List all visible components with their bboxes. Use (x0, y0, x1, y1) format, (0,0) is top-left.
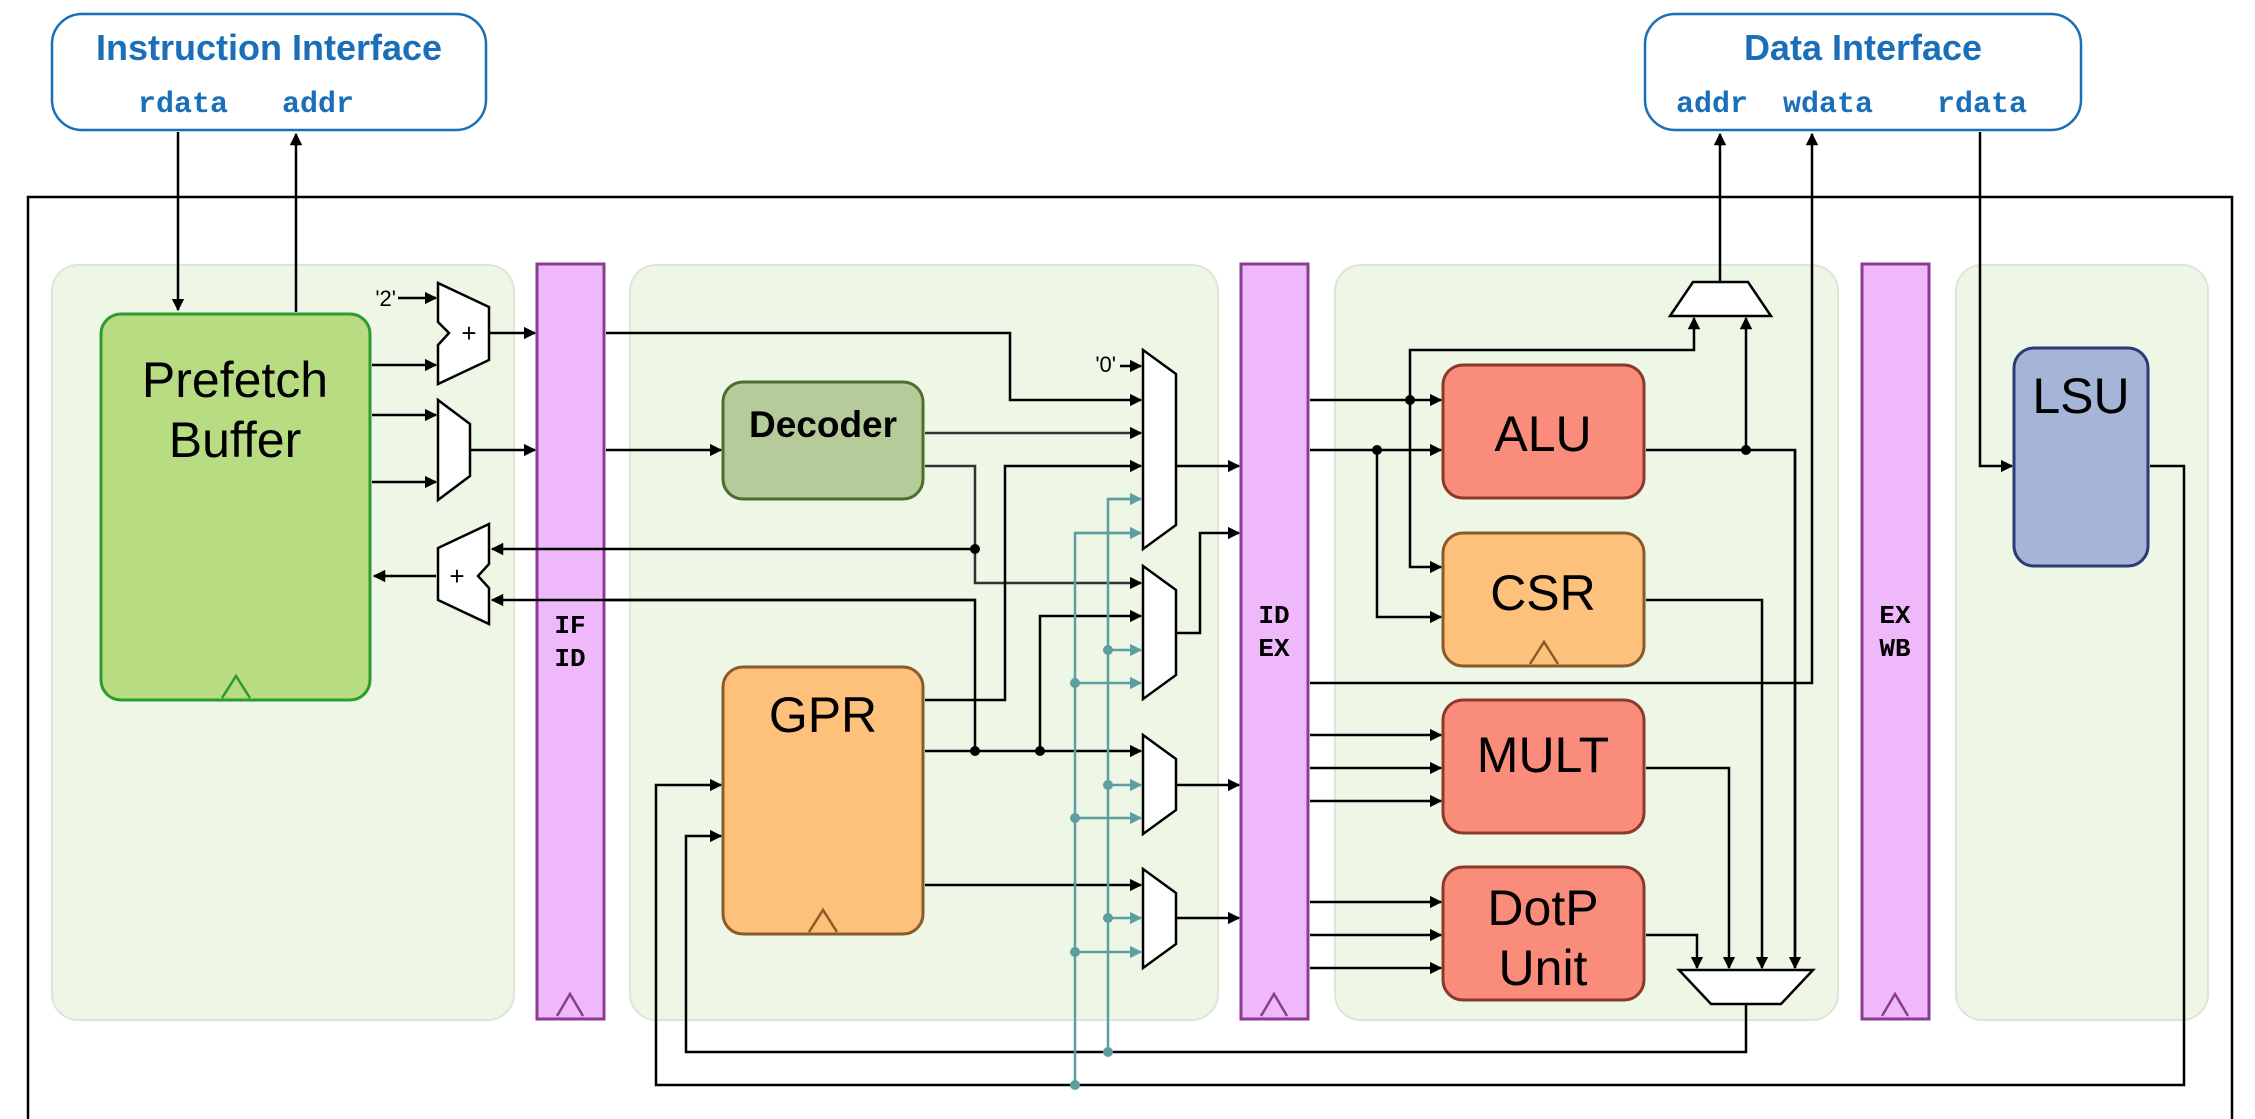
data-rdata-port: rdata (1937, 88, 2027, 122)
operand-c-mux (1141, 732, 1178, 837)
pipeline-register-id-ex: ID EX (1239, 262, 1310, 1021)
data-wdata-port: wdata (1783, 88, 1873, 122)
pipeline-register-if-id: IF ID (535, 262, 606, 1021)
svg-text:ALU: ALU (1494, 406, 1591, 462)
gpr-block: GPR (721, 665, 925, 936)
data-addr-port: addr (1676, 88, 1748, 122)
branch-target-adder: + (436, 522, 491, 626)
svg-text:Unit: Unit (1499, 940, 1588, 996)
svg-text:WB: WB (1879, 634, 1911, 664)
csr-block: CSR (1441, 531, 1646, 668)
svg-text:ID: ID (554, 644, 585, 674)
instruction-interface: Instruction Interface rdata addr (50, 12, 488, 132)
svg-text:GPR: GPR (769, 687, 877, 743)
operand-d-mux (1141, 866, 1178, 971)
prefetch-buffer-block: Prefetch Buffer (99, 312, 372, 702)
svg-text:DotP: DotP (1487, 880, 1598, 936)
svg-text:EX: EX (1258, 634, 1290, 664)
operand-a-mux (1141, 347, 1178, 552)
instruction-addr-port: addr (282, 88, 354, 122)
svg-text:CSR: CSR (1490, 565, 1596, 621)
alu-block: ALU (1441, 363, 1646, 500)
svg-text:Buffer: Buffer (169, 412, 302, 468)
svg-text:IF: IF (554, 611, 585, 641)
fetch-mux (436, 397, 472, 503)
pipeline-register-ex-wb: EX WB (1860, 262, 1931, 1021)
svg-text:Decoder: Decoder (749, 404, 897, 445)
forwarding-wires (1070, 492, 1143, 1090)
svg-text:MULT: MULT (1477, 727, 1609, 783)
svg-text:Prefetch: Prefetch (142, 352, 328, 408)
operand-b-mux (1141, 563, 1178, 702)
svg-text:ID: ID (1258, 601, 1289, 631)
constant-two: '2' (375, 286, 396, 311)
svg-text:LSU: LSU (2032, 368, 2129, 424)
result-mux (1676, 968, 1816, 1006)
svg-text:+: + (449, 561, 464, 591)
pc-increment-adder: + (436, 281, 491, 386)
datapath-wires (171, 132, 2186, 1087)
instruction-rdata-port: rdata (138, 88, 228, 122)
svg-text:+: + (461, 318, 476, 348)
lsu-block: LSU (2012, 346, 2150, 568)
data-interface: Data Interface addr wdata rdata (1643, 12, 2083, 132)
svg-text:EX: EX (1879, 601, 1911, 631)
dotp-unit-block: DotP Unit (1441, 865, 1646, 1002)
data-interface-title: Data Interface (1744, 27, 1982, 68)
constant-zero: '0' (1095, 352, 1116, 377)
instruction-interface-title: Instruction Interface (96, 27, 442, 68)
address-mux (1667, 280, 1774, 318)
decoder-block: Decoder (721, 380, 925, 501)
mult-block: MULT (1441, 698, 1646, 835)
